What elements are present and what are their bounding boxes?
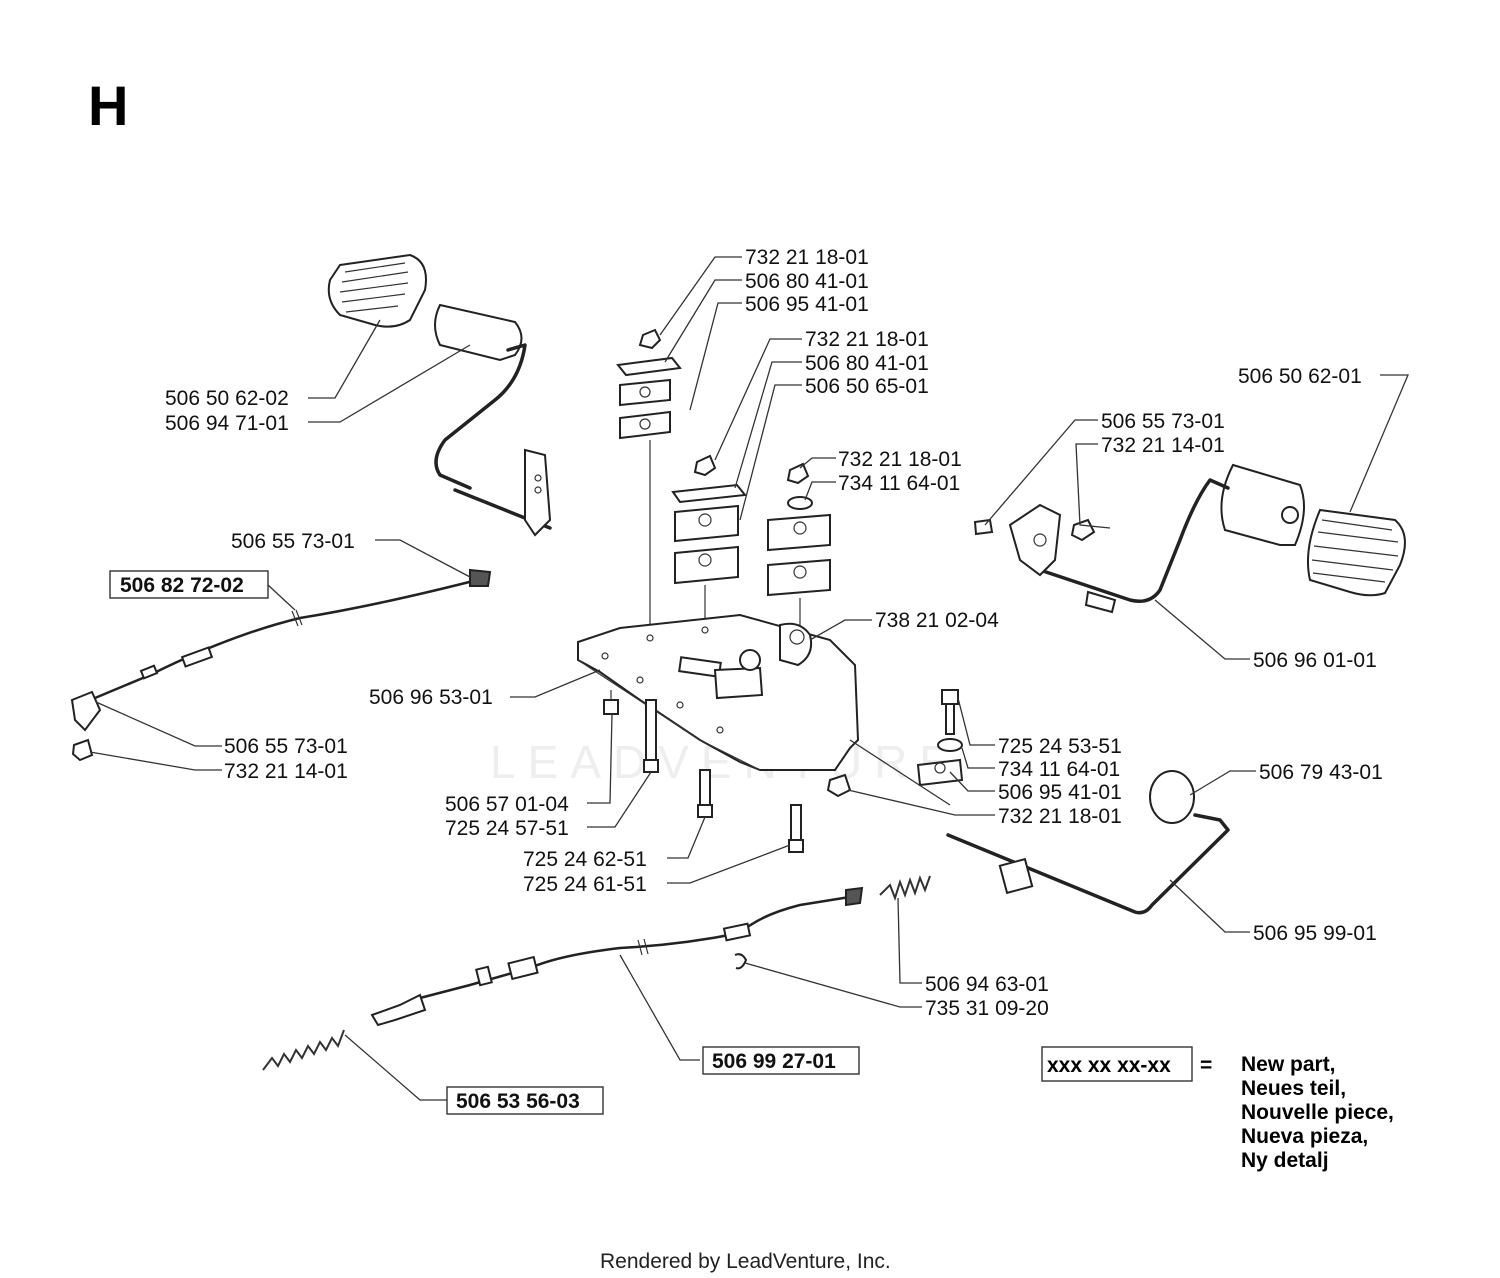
legend-line: Ny detalj <box>1241 1149 1329 1172</box>
part-label: 725 24 62-51 <box>523 848 647 871</box>
clamp-stack-1 <box>616 328 682 635</box>
bolts-part <box>603 690 804 853</box>
part-label: 732 21 18-01 <box>805 328 929 351</box>
clip-part <box>734 953 748 970</box>
part-label: 732 21 18-01 <box>745 246 869 269</box>
part-label: 725 24 57-51 <box>445 817 569 840</box>
part-label: 506 96 01-01 <box>1253 649 1377 672</box>
part-label: 506 55 73-01 <box>1101 410 1225 433</box>
legend-code: xxx xx xx-xx <box>1047 1054 1171 1077</box>
clamp-stack-3 <box>767 462 831 655</box>
part-label: 506 95 99-01 <box>1253 922 1377 945</box>
new-part-label: 506 53 56-03 <box>456 1090 580 1113</box>
new-part-box <box>702 1046 860 1075</box>
part-label: 506 94 71-01 <box>165 412 289 435</box>
right-fasteners-part <box>826 689 964 798</box>
legend-code-box <box>1041 1046 1193 1082</box>
throttle-cable-part <box>70 568 492 762</box>
new-part-label: 506 99 27-01 <box>712 1050 836 1073</box>
part-label: 732 21 14-01 <box>224 760 348 783</box>
part-labels: 732 21 18-01 506 80 41-01 506 95 41-01 7… <box>109 246 1383 1115</box>
lower-cable-part <box>370 886 864 1027</box>
bracket-plate-part <box>577 613 860 771</box>
part-label: 506 95 41-01 <box>745 293 869 316</box>
part-label: 725 24 61-51 <box>523 873 647 896</box>
leader-lines <box>89 256 1409 1101</box>
legend-line: New part, <box>1241 1053 1336 1076</box>
legend-equals: = <box>1200 1054 1212 1077</box>
part-label: 506 50 65-01 <box>805 375 929 398</box>
part-label: 732 21 18-01 <box>838 448 962 471</box>
right-pedal-pad-part <box>1307 508 1406 597</box>
clamp-stack-2 <box>671 454 747 628</box>
part-label: 506 80 41-01 <box>805 352 929 375</box>
part-label: 732 21 18-01 <box>998 805 1122 828</box>
part-label: 506 96 53-01 <box>369 686 493 709</box>
part-label: 506 50 62-02 <box>165 387 289 410</box>
part-label: 506 50 62-01 <box>1238 365 1362 388</box>
legend-line: Neues teil, <box>1241 1077 1346 1100</box>
part-label: 506 94 63-01 <box>925 973 1049 996</box>
legend-line: Nueva pieza, <box>1241 1125 1368 1148</box>
part-label: 735 31 09-20 <box>925 997 1049 1020</box>
part-label: 738 21 02-04 <box>875 609 999 632</box>
part-label: 734 11 64-01 <box>838 472 960 495</box>
lift-lever-part <box>946 770 1230 915</box>
part-label: 732 21 14-01 <box>1101 434 1225 457</box>
part-label: 506 55 73-01 <box>231 530 355 553</box>
right-pedal-part <box>973 463 1305 614</box>
spring-upper-part <box>879 875 931 902</box>
legend: xxx xx xx-xx = New part, Neues teil, Nou… <box>1041 1046 1394 1172</box>
section-title: H <box>88 74 128 137</box>
part-label: 506 95 41-01 <box>998 781 1122 804</box>
part-label: 506 80 41-01 <box>745 270 869 293</box>
left-pedal-part <box>434 303 552 537</box>
footer-credit: Rendered by LeadVenture, Inc. <box>600 1250 891 1273</box>
part-label: 506 79 43-01 <box>1259 761 1383 784</box>
new-part-box <box>109 570 269 599</box>
spring-lower-part <box>262 1029 345 1071</box>
part-label: 725 24 53-51 <box>998 735 1122 758</box>
legend-line: Nouvelle piece, <box>1241 1101 1394 1124</box>
new-part-box <box>446 1086 604 1115</box>
left-pedal-pad-part <box>327 253 427 328</box>
part-label: 506 57 01-04 <box>445 793 569 816</box>
part-label: 506 55 73-01 <box>224 735 348 758</box>
part-label: 734 11 64-01 <box>998 758 1120 781</box>
new-part-label: 506 82 72-02 <box>120 574 244 597</box>
